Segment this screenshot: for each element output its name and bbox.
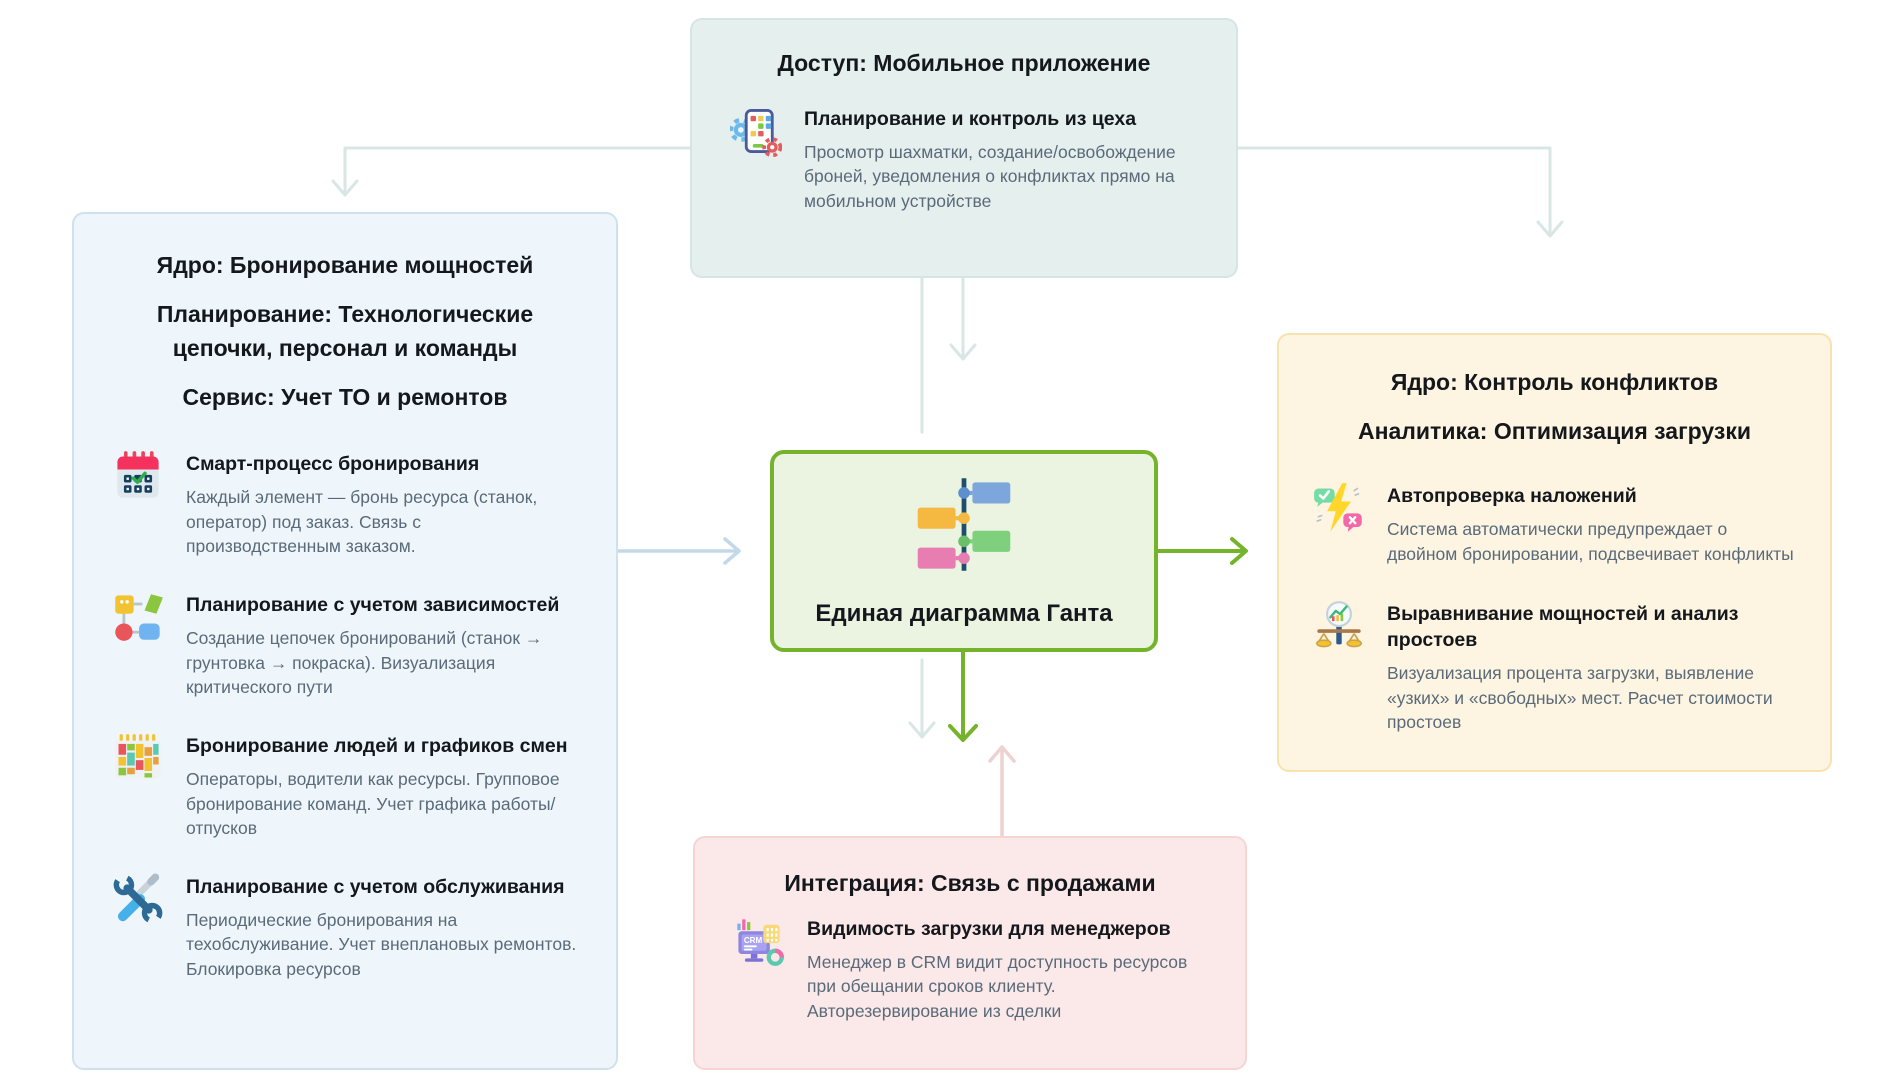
item-text: Планирование и контроль из цеха Просмотр… [804, 105, 1198, 214]
arrow-center-to-right [1156, 537, 1248, 565]
item-text: Планирование с учетом обслуживания Перио… [186, 873, 578, 982]
list-item: Автопроверка наложений Система автоматич… [1313, 482, 1796, 566]
item-title: Планирование с учетом зависимостей [186, 593, 560, 616]
item-desc: Просмотр шахматки, создание/освобождение… [804, 141, 1176, 211]
list-item: Планирование с учетом обслуживания Перио… [112, 873, 578, 982]
arrow-left-to-center [616, 537, 741, 565]
arrow-top-to-left [331, 146, 692, 197]
item-title: Автопроверка наложений [1387, 485, 1637, 507]
item-text: Планирование с учетом зависимостей Созда… [186, 591, 578, 700]
item-text: Выравнивание мощностей и анализ простоев… [1387, 600, 1796, 734]
card-core-title-2: Планирование: Технологические цепочки, п… [156, 300, 534, 362]
card-sales-title: Интеграция: Связь с продажами [784, 870, 1156, 896]
conflict-alert-icon [1313, 482, 1365, 534]
list-item: Бронирование людей и графиков смен Опера… [112, 732, 578, 841]
item-title: Смарт-процесс бронирования [186, 453, 480, 475]
arrow-center-to-bottom-teal [908, 658, 936, 739]
item-desc: Менеджер в CRM видит доступность ресурсо… [807, 951, 1188, 1021]
list-item: Планирование с учетом зависимостей Созда… [112, 591, 578, 700]
item-desc: Визуализация процента загрузки, выявлени… [1387, 663, 1773, 733]
item-title: Выравнивание мощностей и анализ простоев [1387, 603, 1739, 651]
item-title: Планирование с учетом обслуживания [186, 875, 565, 898]
dependency-flow-icon [112, 591, 164, 643]
card-conflict-title-1: Ядро: Контроль конфликтов [1390, 369, 1719, 395]
item-desc: Создание цепочек бронирований (станок → … [186, 628, 543, 698]
item-desc: Каждый элемент — бронь ресурса (станок, … [186, 487, 538, 557]
item-title: Планирование и контроль из цеха [804, 107, 1137, 130]
list-item: CRM Видимость загрузки для мене [733, 915, 1207, 1024]
arrow-center-to-bottom-green [948, 650, 978, 742]
card-core-booking: Ядро: Бронирование мощностей Планировани… [72, 212, 618, 1070]
list-item: Планирование и контроль из цеха Просмотр… [730, 105, 1198, 214]
card-gantt: Единая диаграмма Ганта [770, 450, 1158, 652]
arrow-top-to-right [1236, 146, 1564, 238]
capacity-scales-icon [1313, 600, 1365, 652]
card-access-title: Доступ: Мобильное приложение [777, 50, 1151, 76]
card-core-title-1: Ядро: Бронирование мощностей [156, 252, 534, 278]
item-desc: Система автоматически предупреждает о дв… [1387, 519, 1794, 564]
list-item: Смарт-процесс бронирования Каждый элемен… [112, 450, 578, 559]
crm-icon-label: CRM [744, 936, 763, 945]
maintenance-tools-icon [112, 873, 164, 925]
mobile-app-icon [730, 105, 782, 157]
card-sales-integration: Интеграция: Связь с продажами CRM [693, 836, 1247, 1070]
item-text: Смарт-процесс бронирования Каждый элемен… [186, 450, 578, 559]
item-title: Бронирование людей и графиков смен [186, 734, 568, 757]
card-access-mobile: Доступ: Мобильное приложение [690, 18, 1238, 278]
card-conflict-control: Ядро: Контроль конфликтов Аналитика: Опт… [1277, 333, 1832, 772]
calendar-check-icon [112, 450, 164, 502]
item-title: Видимость загрузки для менеджеров [807, 917, 1171, 940]
gantt-chart-icon [903, 474, 1025, 575]
card-conflict-title-2: Аналитика: Оптимизация загрузки [1358, 417, 1751, 444]
list-item: Выравнивание мощностей и анализ простоев… [1313, 600, 1796, 734]
item-text: Автопроверка наложений Система автоматич… [1387, 482, 1796, 566]
crm-monitor-icon: CRM [733, 915, 785, 967]
item-text: Видимость загрузки для менеджеров Менедж… [807, 915, 1207, 1024]
shift-calendar-icon [112, 732, 164, 784]
gantt-title: Единая диаграмма Ганта [815, 600, 1113, 627]
arrow-bottom-to-center [988, 745, 1016, 838]
card-core-title-3: Сервис: Учет ТО и ремонтов [182, 383, 508, 410]
arrow-top-down [949, 276, 977, 361]
item-desc: Периодические бронирования на техобслужи… [186, 909, 577, 979]
item-desc: Операторы, водители как ресурсы. Группов… [186, 769, 560, 839]
item-text: Бронирование людей и графиков смен Опера… [186, 732, 578, 841]
